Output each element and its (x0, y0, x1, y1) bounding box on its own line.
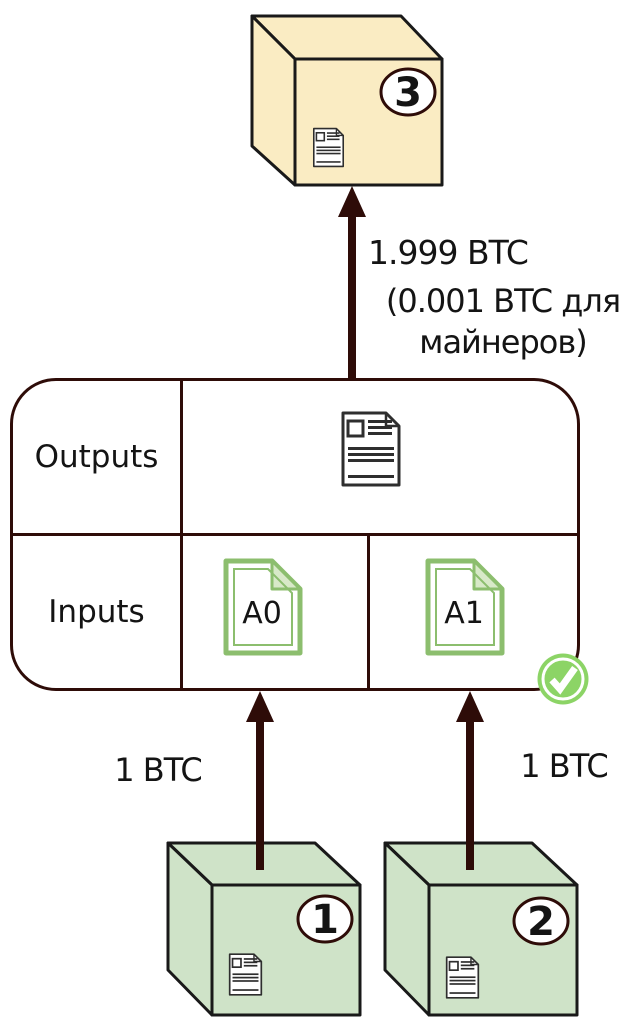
input-utxo-a1-icon: A1 (424, 557, 506, 657)
block-number: 2 (527, 899, 555, 945)
input-amount-label-2: 1 BTC (520, 747, 609, 785)
block-number-badge (379, 67, 437, 117)
inputs-cell-divider (367, 536, 370, 688)
transaction-document-icon (341, 411, 401, 487)
document-icon (445, 956, 480, 999)
input-arrow-2 (456, 691, 484, 870)
transaction-table: Outputs Inputs A0 A1 (10, 378, 580, 691)
block-2-cube: 2 (383, 841, 579, 1017)
utxo-a1-label: A1 (444, 596, 484, 631)
document-icon (228, 953, 263, 996)
inputs-row-label: Inputs (48, 594, 145, 630)
arrow-head-icon (246, 691, 274, 722)
arrow-head-icon (456, 691, 484, 722)
table-divider-horizontal (13, 533, 577, 536)
block-number: 3 (394, 70, 422, 116)
block-1-cube: 1 (166, 841, 362, 1017)
input-amount-label-1: 1 BTC (114, 751, 203, 789)
miner-fee-note: (0.001 BTC для майнеров) (385, 282, 621, 361)
block-number-badge (512, 896, 570, 946)
input-utxo-a0-icon: A0 (222, 557, 304, 657)
utxo-a0-label: A0 (242, 596, 282, 631)
input-arrow-1 (246, 691, 274, 870)
document-icon (312, 127, 345, 168)
outputs-row-label: Outputs (34, 439, 159, 475)
arrow-head-icon (338, 186, 366, 217)
block-3-cube: 3 (250, 14, 444, 187)
block-number: 1 (311, 897, 339, 943)
block-number-badge (296, 894, 354, 944)
valid-check-badge-icon (537, 653, 589, 705)
output-arrow (338, 186, 366, 381)
output-amount-label: 1.999 BTC (368, 233, 529, 272)
